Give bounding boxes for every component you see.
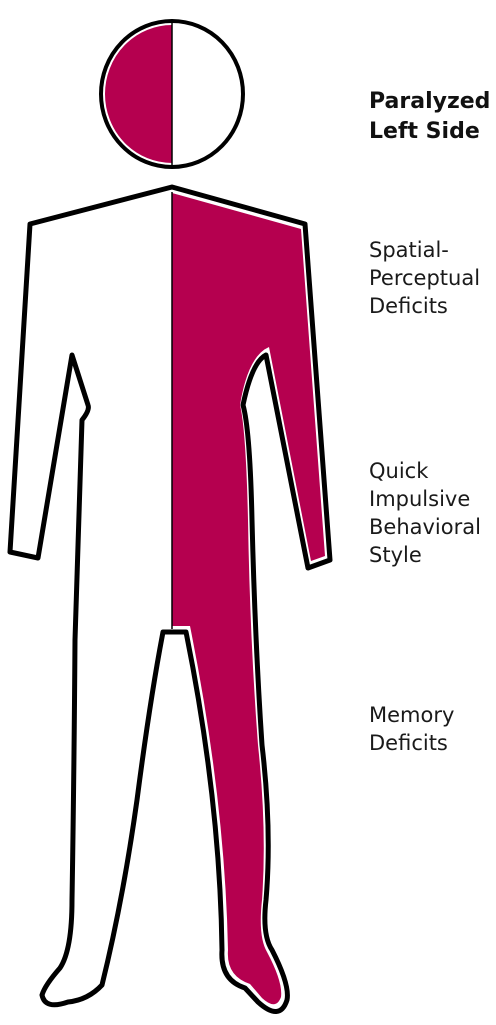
affected-side-highlight xyxy=(172,193,325,1004)
label-quick-impulsive-behavioral-style: Quick Impulsive Behavioral Style xyxy=(369,457,481,569)
head xyxy=(101,21,243,168)
head-left-half-highlight xyxy=(101,21,172,168)
label-memory-deficits: Memory Deficits xyxy=(369,701,454,757)
diagram-title: Paralyzed Left Side xyxy=(369,87,490,147)
label-spatial-perceptual-deficits: Spatial- Perceptual Deficits xyxy=(369,236,480,320)
